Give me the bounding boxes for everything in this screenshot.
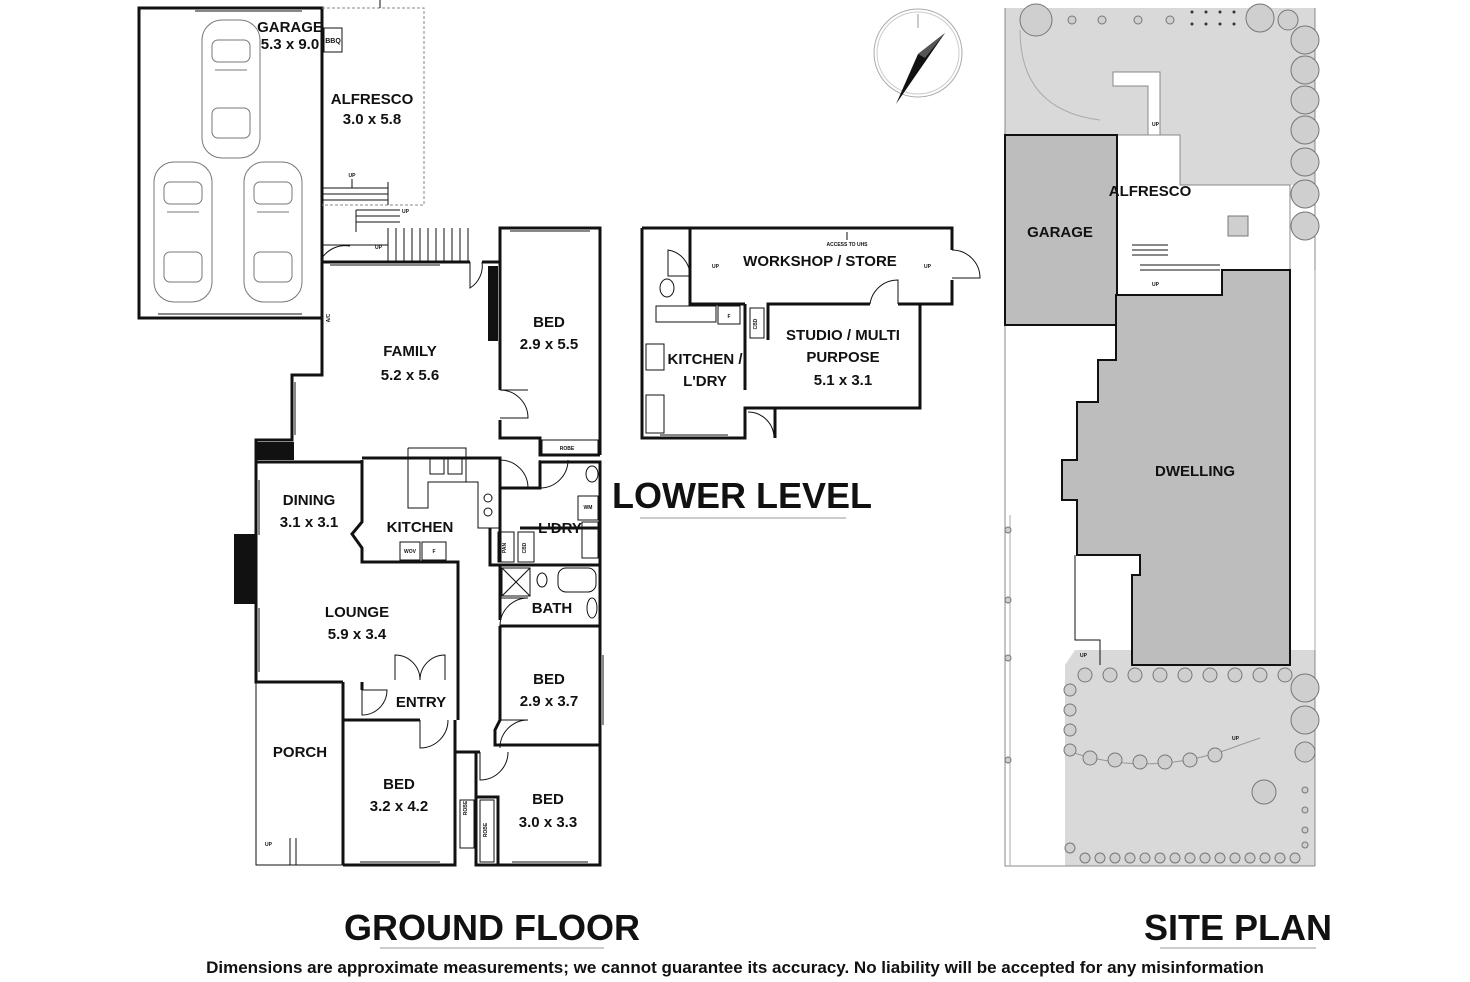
robe-label: ROBE bbox=[560, 446, 575, 452]
up-label-3: UP bbox=[375, 245, 383, 251]
tree-icon bbox=[1019, 3, 1320, 805]
up-label-2: UP bbox=[402, 209, 410, 215]
site-alfresco-label: ALFRESCO bbox=[1109, 183, 1192, 200]
alfresco-label: ALFRESCO bbox=[331, 91, 414, 108]
dotted-hedge bbox=[1190, 10, 1236, 26]
site-plan-heading: SITE PLAN bbox=[1144, 907, 1332, 948]
cbd-label-lower: CBD bbox=[753, 318, 759, 329]
site-up-label-3: UP bbox=[1080, 653, 1088, 659]
garage-dims: 5.3 x 9.0 bbox=[261, 36, 319, 53]
studio-label: STUDIO / MULTI bbox=[786, 327, 900, 344]
site-up-label-4: UP bbox=[1232, 736, 1240, 742]
windows bbox=[255, 227, 604, 866]
bed2-dims: 2.9 x 3.7 bbox=[520, 693, 578, 710]
bed2-label: BED bbox=[533, 671, 565, 688]
robe-label-2: ROBE bbox=[463, 800, 469, 815]
studio-label-2: PURPOSE bbox=[806, 349, 879, 366]
site-plan: GARAGE ALFRESCO DWELLING UP UP UP UP bbox=[1004, 3, 1332, 949]
lounge-label: LOUNGE bbox=[325, 604, 389, 621]
bath-label: BATH bbox=[532, 600, 573, 617]
wm-label: WM bbox=[584, 505, 593, 511]
north-arrow-icon bbox=[873, 8, 963, 104]
access-label: ACCESS TO UHS bbox=[826, 242, 868, 248]
dining-dims: 3.1 x 3.1 bbox=[280, 514, 338, 531]
fridge-label-lower: F bbox=[727, 314, 730, 320]
lower-level-heading: LOWER LEVEL bbox=[612, 475, 872, 516]
lower-kitchen-label: KITCHEN / bbox=[668, 351, 744, 368]
bbq-label: BBQ bbox=[325, 38, 341, 45]
site-up-label: UP bbox=[1152, 282, 1160, 288]
workshop-label: WORKSHOP / STORE bbox=[743, 253, 897, 270]
pan-label: PAN bbox=[502, 543, 508, 554]
car-icon bbox=[153, 161, 213, 303]
bed3-label: BED bbox=[383, 776, 415, 793]
shrub-row bbox=[1004, 15, 1309, 864]
car-icon bbox=[201, 19, 261, 159]
lower-kitchen-label-2: L'DRY bbox=[683, 373, 727, 390]
garage-label: GARAGE bbox=[257, 19, 323, 36]
bed3-dims: 3.2 x 4.2 bbox=[370, 798, 428, 815]
entry-label: ENTRY bbox=[396, 694, 446, 711]
kitchen-label: KITCHEN bbox=[387, 519, 454, 536]
dining-label: DINING bbox=[283, 492, 336, 509]
up-label-lower-2: UP bbox=[924, 264, 932, 270]
house-walls: UP bbox=[234, 226, 602, 867]
kitchen-fixtures: WOV F PAN CBD WM ROBE ROBE ROBE A/C bbox=[326, 313, 599, 863]
alfresco-area: ALFRESCO 3.0 x 5.8 UP UP bbox=[322, 0, 425, 232]
disclaimer: Dimensions are approximate measurements;… bbox=[206, 958, 1264, 977]
wov-label: WOV bbox=[404, 549, 417, 555]
bed4-dims: 3.0 x 3.3 bbox=[519, 814, 577, 831]
car-icon bbox=[243, 161, 303, 303]
cbd-label: CBD bbox=[522, 542, 528, 553]
family-label: FAMILY bbox=[383, 343, 437, 360]
up-label-lower: UP bbox=[712, 264, 720, 270]
porch-label: PORCH bbox=[273, 744, 327, 761]
garage-room: GARAGE 5.3 x 9.0 BBQ bbox=[137, 6, 343, 320]
site-garage-label: GARAGE bbox=[1027, 224, 1093, 241]
bed1-label: BED bbox=[533, 314, 565, 331]
lounge-dims: 5.9 x 3.4 bbox=[328, 626, 387, 643]
lower-level-plan: CBD F ACCESS TO UHS UP UP WORKSHOP / STO… bbox=[612, 226, 981, 519]
fridge-label: F bbox=[432, 549, 435, 555]
ground-floor-plan: GARAGE 5.3 x 9.0 BBQ ALFRESCO 3.0 x 5.8 … bbox=[137, 0, 640, 949]
robe-label-3: ROBE bbox=[483, 822, 489, 837]
alfresco-dims: 3.0 x 5.8 bbox=[343, 111, 401, 128]
bed1-dims: 2.9 x 5.5 bbox=[520, 336, 578, 353]
up-label-4: UP bbox=[265, 842, 273, 848]
laundry-label: L'DRY bbox=[538, 520, 582, 537]
dwelling-label: DWELLING bbox=[1155, 463, 1235, 480]
up-label: UP bbox=[349, 173, 357, 179]
ac-label: A/C bbox=[326, 313, 332, 322]
doors bbox=[321, 230, 569, 781]
ground-floor-heading: GROUND FLOOR bbox=[344, 907, 640, 948]
studio-dims: 5.1 x 3.1 bbox=[814, 372, 872, 389]
stairs: UP bbox=[322, 228, 469, 262]
family-dims: 5.2 x 5.6 bbox=[381, 367, 439, 384]
bed4-label: BED bbox=[532, 791, 564, 808]
site-up-label-2: UP bbox=[1152, 122, 1160, 128]
